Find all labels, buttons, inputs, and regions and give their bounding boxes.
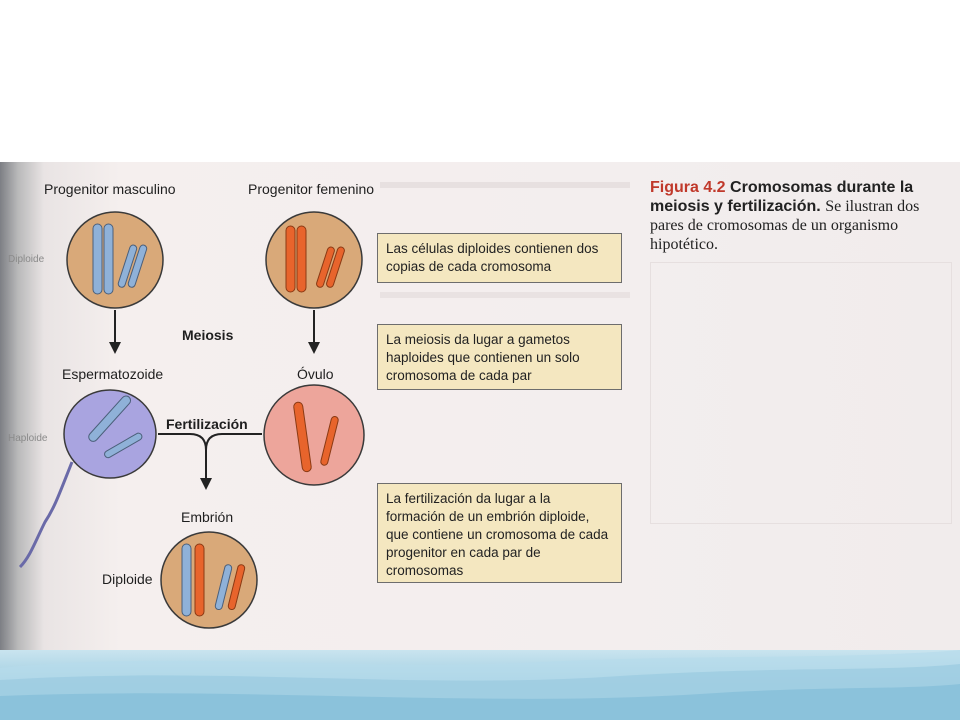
label-side-haploid: Haploide <box>8 433 48 444</box>
label-fertilization: Fertilización <box>166 416 248 432</box>
fertilization-connector <box>158 433 262 490</box>
female-parent-cell <box>265 211 363 309</box>
label-diploid-bottom: Diploide <box>102 571 153 587</box>
info-box-diploid: Las células diploides contienen dos copi… <box>377 233 622 283</box>
info-box-meiosis: La meiosis da lugar a gametos haploides … <box>377 324 622 390</box>
figure-title: Cromosomas durante la meiosis y fertiliz… <box>650 179 914 215</box>
label-sperm: Espermatozoide <box>62 366 164 382</box>
label-female-parent: Progenitor femenino <box>248 181 375 197</box>
label-embryo: Embrión <box>181 509 234 525</box>
slide-top-area <box>0 0 960 162</box>
ovum-cell <box>263 384 365 486</box>
meiosis-diagram <box>18 211 365 629</box>
info-box-fertilization: La fertilización da lugar a la formación… <box>377 483 622 583</box>
figure-number: Figura 4.2 <box>650 179 726 196</box>
meiosis-arrows <box>109 310 320 354</box>
embryo-cell <box>160 531 258 629</box>
male-parent-cell <box>66 211 164 309</box>
slide-footer <box>0 650 960 720</box>
footer-wave <box>0 650 960 720</box>
label-side-diploid: Diploide <box>8 254 45 265</box>
label-meiosis: Meiosis <box>182 327 234 343</box>
figure-description: Se ilustran dos pares de cromosomas de u… <box>650 198 920 253</box>
label-male-parent: Progenitor masculino <box>44 181 176 197</box>
figure-caption: Figura 4.2 Cromosomas durante la meiosis… <box>650 178 950 254</box>
sperm-cell <box>18 389 157 569</box>
label-ovum: Óvulo <box>297 366 334 382</box>
